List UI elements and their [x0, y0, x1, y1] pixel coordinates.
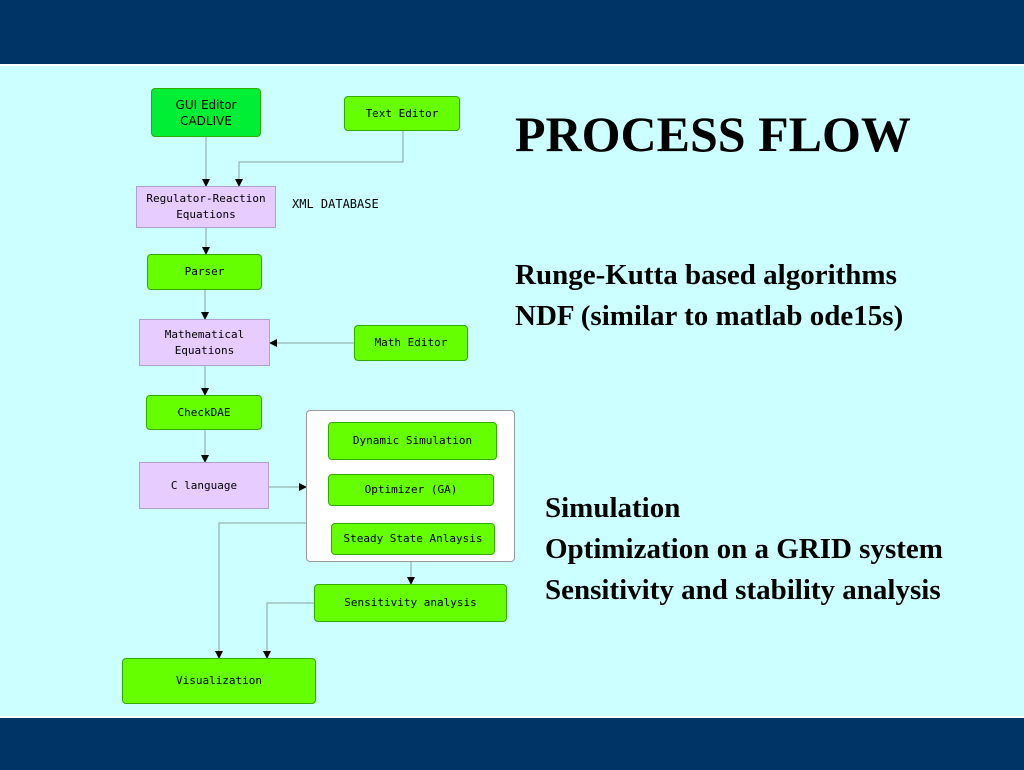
dynamic-simulation-node: Dynamic Simulation — [328, 422, 497, 460]
optimizer-node: Optimizer (GA) — [328, 474, 494, 506]
regulator-reaction-node: Regulator-Reaction Equations — [136, 186, 276, 228]
features-block: Simulation Optimization on a GRID system… — [545, 488, 943, 611]
sensitivity-analysis-node: Sensitivity analysis — [314, 584, 507, 622]
gui-editor-node: GUI Editor CADLIVE — [151, 88, 261, 137]
parser-node: Parser — [147, 254, 262, 290]
page-title: PROCESS FLOW — [515, 106, 911, 162]
mathematical-equations-node: Mathematical Equations — [139, 319, 270, 366]
feature-line-1: Simulation — [545, 492, 681, 524]
arrow-text-editor-to-regulator — [235, 131, 404, 187]
steady-state-node: Steady State Anlaysis — [331, 523, 495, 555]
math-editor-node: Math Editor — [354, 325, 468, 361]
algorithm-line-1: Runge-Kutta based algorithms — [515, 259, 897, 291]
xml-database-label: XML DATABASE — [292, 197, 379, 211]
arrow-panel-to-visualization — [215, 522, 306, 659]
text-editor-node: Text Editor — [344, 96, 460, 131]
checkdae-node: CheckDAE — [146, 395, 262, 430]
algorithm-line-2: NDF (similar to matlab ode15s) — [515, 300, 904, 332]
visualization-node: Visualization — [122, 658, 316, 704]
feature-line-2: Optimization on a GRID system — [545, 533, 943, 565]
footer-band — [0, 716, 1024, 770]
feature-line-3: Sensitivity and stability analysis — [545, 574, 941, 606]
c-language-node: C language — [139, 462, 269, 509]
algorithms-block: Runge-Kutta based algorithms NDF (simila… — [515, 255, 903, 337]
header-band — [0, 0, 1024, 66]
arrow-sensitivity-to-visualization — [263, 602, 314, 659]
